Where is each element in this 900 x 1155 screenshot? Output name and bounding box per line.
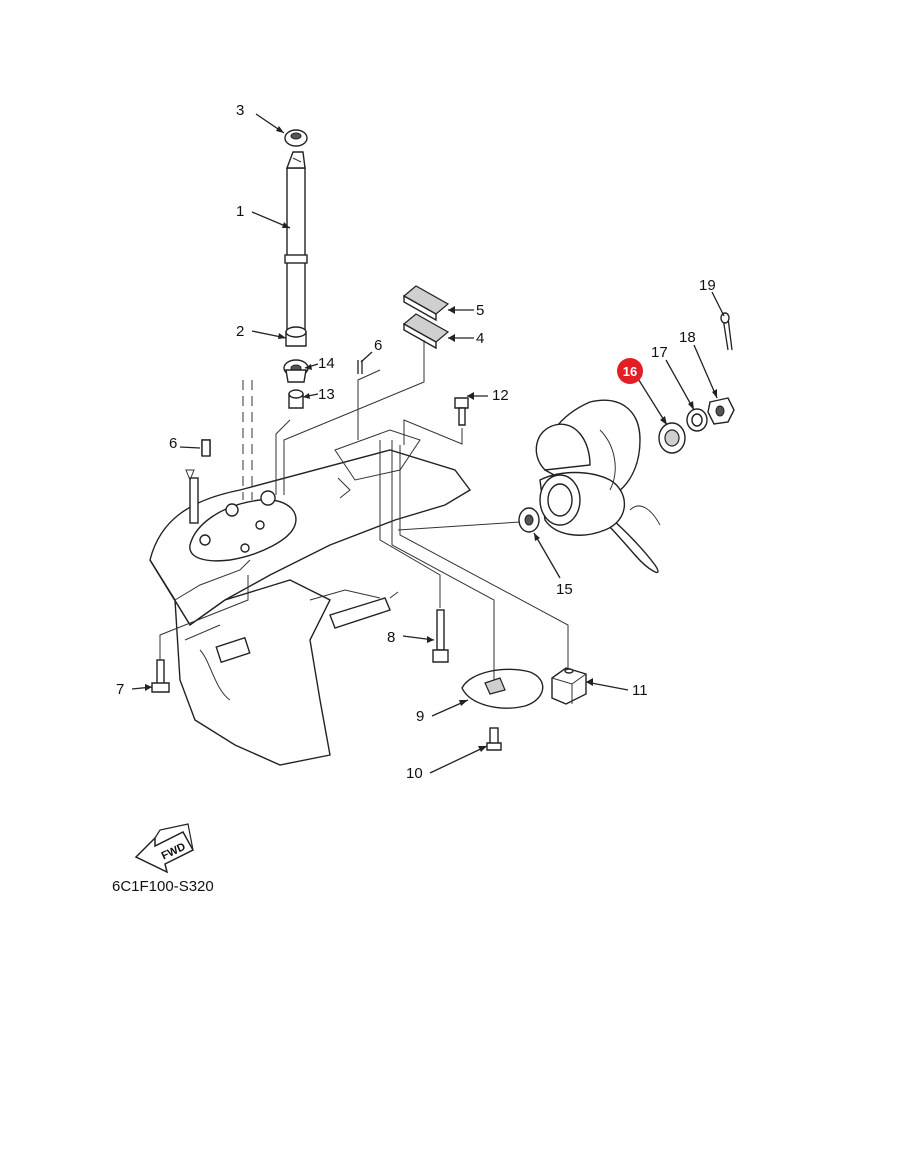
pin-part-6-lower bbox=[201, 439, 211, 457]
part-label-1: 1 bbox=[236, 203, 244, 220]
collar-part-13 bbox=[288, 389, 304, 409]
part-label-16: 16 bbox=[623, 364, 637, 379]
part-label-11: 11 bbox=[632, 682, 648, 699]
pin-part-6-upper bbox=[357, 360, 363, 374]
bolt-part-8 bbox=[432, 609, 449, 663]
part-label-8: 8 bbox=[387, 629, 395, 646]
part-label-10: 10 bbox=[406, 765, 423, 782]
part-label-17: 17 bbox=[651, 344, 668, 361]
drive-shaft-part bbox=[284, 151, 308, 341]
washer-part-16 bbox=[658, 422, 686, 454]
castle-nut-part-18 bbox=[707, 397, 735, 425]
part-label-3: 3 bbox=[236, 102, 244, 119]
highlight-badge-16[interactable]: 16 bbox=[617, 358, 643, 384]
diagram-code: 6C1F100-S320 bbox=[112, 878, 214, 895]
plate-part-5 bbox=[402, 285, 450, 322]
part-label-6-lower: 6 bbox=[169, 435, 177, 452]
part-label-19: 19 bbox=[699, 277, 716, 294]
part-label-9: 9 bbox=[416, 708, 424, 725]
plate-part-4 bbox=[402, 313, 450, 350]
bushing-part-3 bbox=[284, 129, 308, 147]
part-label-15: 15 bbox=[556, 581, 573, 598]
bushing-part-2 bbox=[285, 326, 307, 347]
part-label-14: 14 bbox=[318, 355, 335, 372]
trim-tab-part-9 bbox=[461, 668, 544, 709]
highlight-circle bbox=[617, 358, 643, 384]
bolt-part-10 bbox=[486, 727, 502, 751]
leader-lines bbox=[131, 113, 725, 774]
bolt-part-12 bbox=[454, 397, 469, 426]
part-label-2: 2 bbox=[236, 323, 244, 340]
part-label-6-upper: 6 bbox=[374, 337, 382, 354]
part-label-4: 4 bbox=[476, 330, 484, 347]
part-label-7: 7 bbox=[116, 681, 124, 698]
part-label-12: 12 bbox=[492, 387, 509, 404]
thrust-washer-part-15 bbox=[518, 507, 540, 533]
cotter-pin-part-19 bbox=[720, 312, 733, 351]
seal-part-14 bbox=[283, 359, 309, 383]
part-label-18: 18 bbox=[679, 329, 696, 346]
part-label-13: 13 bbox=[318, 386, 335, 403]
fwd-arrow-icon: FWD bbox=[134, 823, 195, 874]
leader-arrowheads bbox=[145, 126, 717, 752]
anode-part-11 bbox=[551, 667, 587, 705]
bolt-part-7 bbox=[151, 659, 170, 693]
propeller-part bbox=[535, 399, 661, 574]
part-label-5: 5 bbox=[476, 302, 484, 319]
lower-unit-housing bbox=[149, 380, 472, 766]
washer-part-17 bbox=[686, 408, 708, 432]
part-labels: 3 1 2 14 13 5 4 6 12 6 17 18 19 15 8 7 9… bbox=[116, 102, 716, 782]
